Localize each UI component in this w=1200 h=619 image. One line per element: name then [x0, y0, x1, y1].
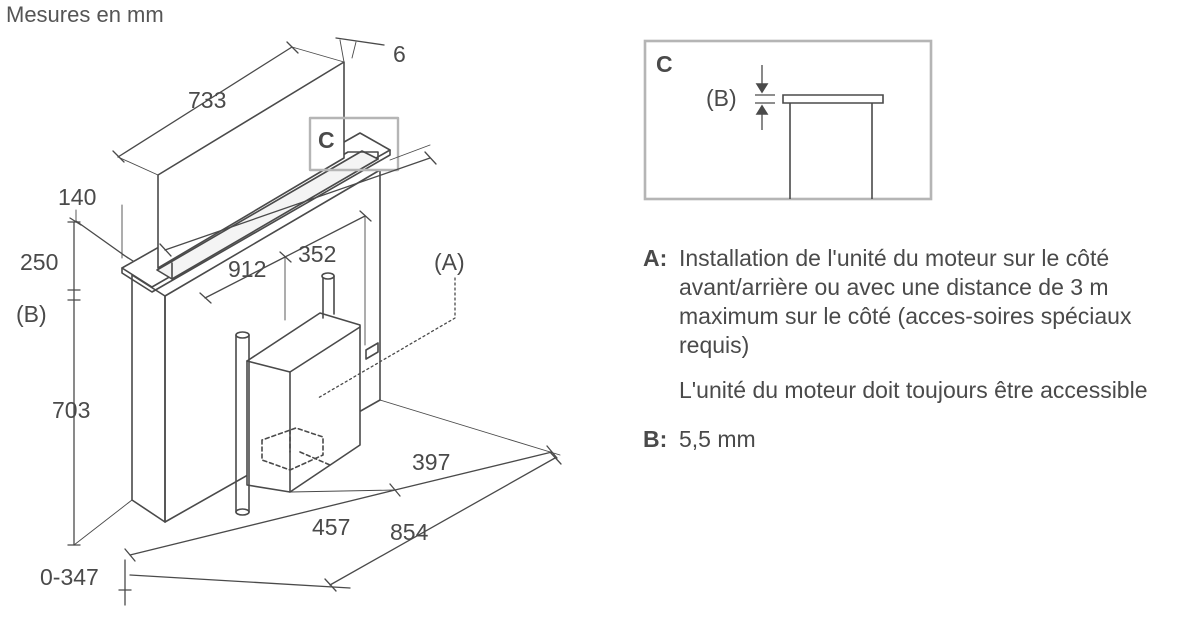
duct-pipe — [235, 331, 250, 516]
dim-top-thickness: 6 — [393, 41, 406, 67]
legend-text-a: Installation de l'unité du moteur sur le… — [679, 245, 1132, 358]
legend-key-b: B: — [643, 426, 668, 452]
detail-label-c: C — [656, 51, 673, 77]
units-note: Mesures en mm — [6, 2, 164, 27]
detail-label-b: (B) — [706, 85, 737, 111]
legend: A: Installation de l'unité du moteur sur… — [643, 244, 1193, 454]
detail-view-c — [643, 39, 933, 201]
dim-label-c: C — [318, 127, 335, 153]
detail-marker-c — [308, 116, 400, 172]
dimension-lines — [67, 37, 562, 606]
legend-item-b: B: 5,5 mm — [643, 425, 1193, 454]
legend-item-a: A: Installation de l'unité du moteur sur… — [643, 244, 1193, 360]
legend-note-a: L'unité du moteur doit toujours être acc… — [643, 376, 1193, 405]
dim-depth-397: 397 — [412, 449, 450, 475]
dim-label-a: (A) — [434, 249, 465, 275]
dim-width-912: 912 — [228, 256, 266, 282]
dim-width-352: 352 — [298, 241, 336, 267]
dim-height-703: 703 — [52, 397, 90, 423]
legend-note-text: L'unité du moteur doit toujours être acc… — [679, 377, 1148, 403]
legend-text-b: 5,5 mm — [679, 426, 756, 452]
dim-depth-854: 854 — [390, 519, 429, 545]
dim-height-250: 250 — [20, 249, 58, 275]
dim-panel-width: 733 — [188, 87, 226, 113]
dim-label-b: (B) — [16, 301, 47, 327]
dim-depth-140: 140 — [58, 184, 96, 210]
motor-unit — [246, 272, 379, 493]
glass-panel — [157, 61, 345, 269]
dim-range: 0-347 — [40, 564, 99, 590]
legend-key-a: A: — [643, 245, 668, 271]
dim-depth-457: 457 — [312, 514, 350, 540]
